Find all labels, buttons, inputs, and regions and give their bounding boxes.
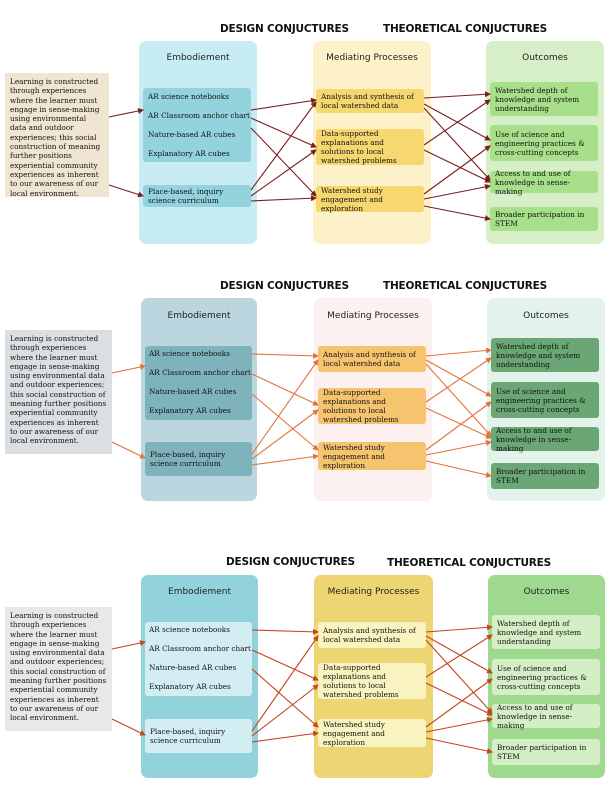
outcome-box-practices: Use of science and engineering practices… (492, 659, 600, 695)
embodiment-item: AR Classroom anchor chart (148, 111, 250, 120)
outcome-box-sense-making: Access to and use of knowledge in sense-… (492, 703, 600, 730)
connection-arrows (111, 624, 493, 754)
embodiment-tools-group (143, 88, 251, 162)
conjecture-text: Learning is constructed through experien… (5, 330, 112, 454)
design-conjectures-header: DESIGN CONJUCTURES (220, 23, 349, 35)
connection-arrows (111, 347, 492, 478)
embodiment-item: Explanatory AR cubes (149, 682, 231, 691)
outcomes-title: Outcomes (523, 587, 570, 597)
mediating-title: Mediating Processes (327, 587, 420, 597)
embodiment-item: Explanatory AR cubes (148, 149, 230, 158)
mediating-box-analysis: Analysis and synthesis of local watershe… (318, 346, 426, 372)
outcomes-title: Outcomes (522, 53, 568, 63)
outcome-box-knowledge: Watershed depth of knowledge and system … (490, 82, 598, 116)
curriculum-label: Place-based, inquiry science curriculum (150, 727, 226, 745)
mediating-box-analysis: Analysis and synthesis of local watershe… (316, 89, 424, 113)
outcome-box-participation: Broader participation in STEM (492, 739, 600, 765)
design-conjectures-header: DESIGN CONJUCTURES (226, 556, 355, 568)
outcome-box-knowledge: Watershed depth of knowledge and system … (491, 338, 599, 372)
outcome-box-participation: Broader participation in STEM (490, 207, 598, 231)
mediating-title: Mediating Processes (326, 53, 418, 63)
theoretical-conjectures-header: THEORETICAL CONJUCTURES (383, 23, 548, 35)
embodiment-item: AR Classroom anchor chart (149, 644, 251, 653)
mediating-title: Mediating Processes (327, 311, 419, 321)
curriculum-box: Place-based, inquiry science curriculum (145, 442, 252, 476)
mediating-box-engagement: Watershed study engagement and explorati… (318, 442, 426, 470)
embodiment-item: Nature-based AR cubes (148, 130, 236, 139)
embodiment-tools-group (145, 622, 252, 696)
design-conjectures-header: DESIGN CONJUCTURES (220, 280, 349, 292)
diagram-variant-1: DESIGN CONJUCTURES THEORETICAL CONJUCTUR… (0, 0, 612, 260)
outcome-box-practices: Use of science and engineering practices… (490, 125, 598, 161)
embodiment-item: Nature-based AR cubes (149, 387, 237, 396)
embodiment-item: Explanatory AR cubes (149, 406, 231, 415)
mediating-box-analysis: Analysis and synthesis of local watershe… (318, 622, 426, 648)
curriculum-box: Place-based, inquiry science curriculum (145, 719, 252, 753)
mediating-box-explanations: Data-supported explanations and solution… (318, 388, 426, 424)
outcomes-title: Outcomes (523, 311, 569, 321)
outcome-box-knowledge: Watershed depth of knowledge and system … (492, 615, 600, 649)
theoretical-conjectures-header: THEORETICAL CONJUCTURES (383, 280, 548, 292)
diagram-variant-3: DESIGN CONJUCTURES THEORETICAL CONJUCTUR… (0, 545, 612, 793)
mediating-box-engagement: Watershed study engagement and explorati… (318, 719, 426, 747)
conjecture-text: Learning is constructed through experien… (5, 607, 112, 731)
embodiment-title: Embodiement (167, 311, 231, 321)
embodiment-item: AR science notebooks (148, 92, 229, 101)
embodiment-title: Embodiement (166, 53, 230, 63)
connection-arrows (108, 91, 491, 221)
diagram-variant-2: DESIGN CONJUCTURES THEORETICAL CONJUCTUR… (0, 270, 612, 520)
mediating-box-engagement: Watershed study engagement and explorati… (316, 186, 424, 213)
mediating-box-explanations: Data-supported explanations and solution… (316, 129, 424, 165)
outcome-box-sense-making: Access to and use of knowledge in sense-… (490, 169, 598, 196)
outcome-box-participation: Broader participation in STEM (491, 463, 599, 489)
outcome-box-practices: Use of science and engineering practices… (491, 382, 599, 418)
embodiment-tools-group (145, 346, 252, 420)
embodiment-title: Embodiement (168, 587, 231, 597)
embodiment-item: AR Classroom anchor chart (149, 368, 251, 377)
embodiment-item: Nature-based AR cubes (149, 663, 237, 672)
conjecture-text: Learning is constructed through experien… (5, 73, 109, 198)
outcome-box-sense-making: Access to and use of knowledge in sense-… (491, 426, 599, 453)
curriculum-box: Place-based, inquiry science curriculum (143, 185, 251, 207)
curriculum-label: Place-based, inquiry science curriculum (148, 187, 224, 205)
embodiment-item: AR science notebooks (149, 625, 230, 634)
theoretical-conjectures-header: THEORETICAL CONJUCTURES (387, 557, 552, 569)
mediating-box-explanations: Data-supported explanations and solution… (318, 663, 426, 699)
curriculum-label: Place-based, inquiry science curriculum (150, 450, 226, 468)
embodiment-item: AR science notebooks (149, 349, 230, 358)
